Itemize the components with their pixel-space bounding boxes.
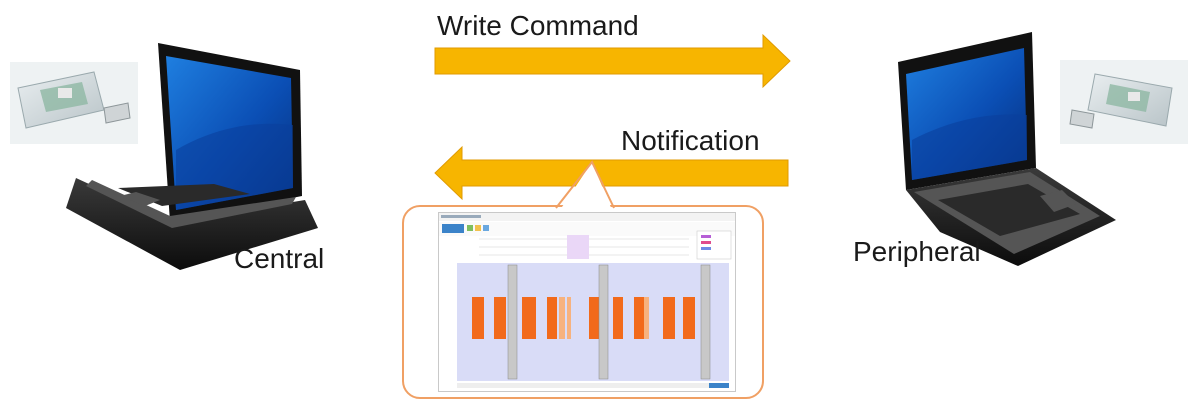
event-marker [507, 264, 518, 380]
sniffer-screenshot [438, 212, 736, 392]
write-command-label: Write Command [437, 10, 639, 41]
packet-bar [663, 297, 675, 339]
packet-bar [634, 297, 644, 339]
write-command-arrow [434, 33, 791, 89]
laptop-icon [898, 32, 1116, 266]
packet-bar [494, 297, 506, 339]
notification-label: Notification [621, 125, 760, 156]
sniffer-window [439, 213, 735, 388]
packet-bar [589, 297, 601, 339]
packet-bar [683, 297, 695, 339]
packet-bar [567, 297, 571, 339]
packet-bar [644, 297, 649, 339]
central-label: Central [234, 243, 325, 274]
event-marker [700, 264, 711, 380]
packet-bar [559, 297, 565, 339]
packet-bar [613, 297, 623, 339]
usb-dongle-icon [10, 62, 138, 144]
event-marker [598, 264, 609, 380]
usb-dongle-icon [1060, 60, 1188, 144]
packet-bar [547, 297, 557, 339]
peripheral-label: Peripheral [853, 236, 981, 267]
laptop-icon [66, 43, 318, 270]
notification-arrow [434, 145, 789, 201]
packet-bar [522, 297, 536, 339]
packet-bar [472, 297, 484, 339]
